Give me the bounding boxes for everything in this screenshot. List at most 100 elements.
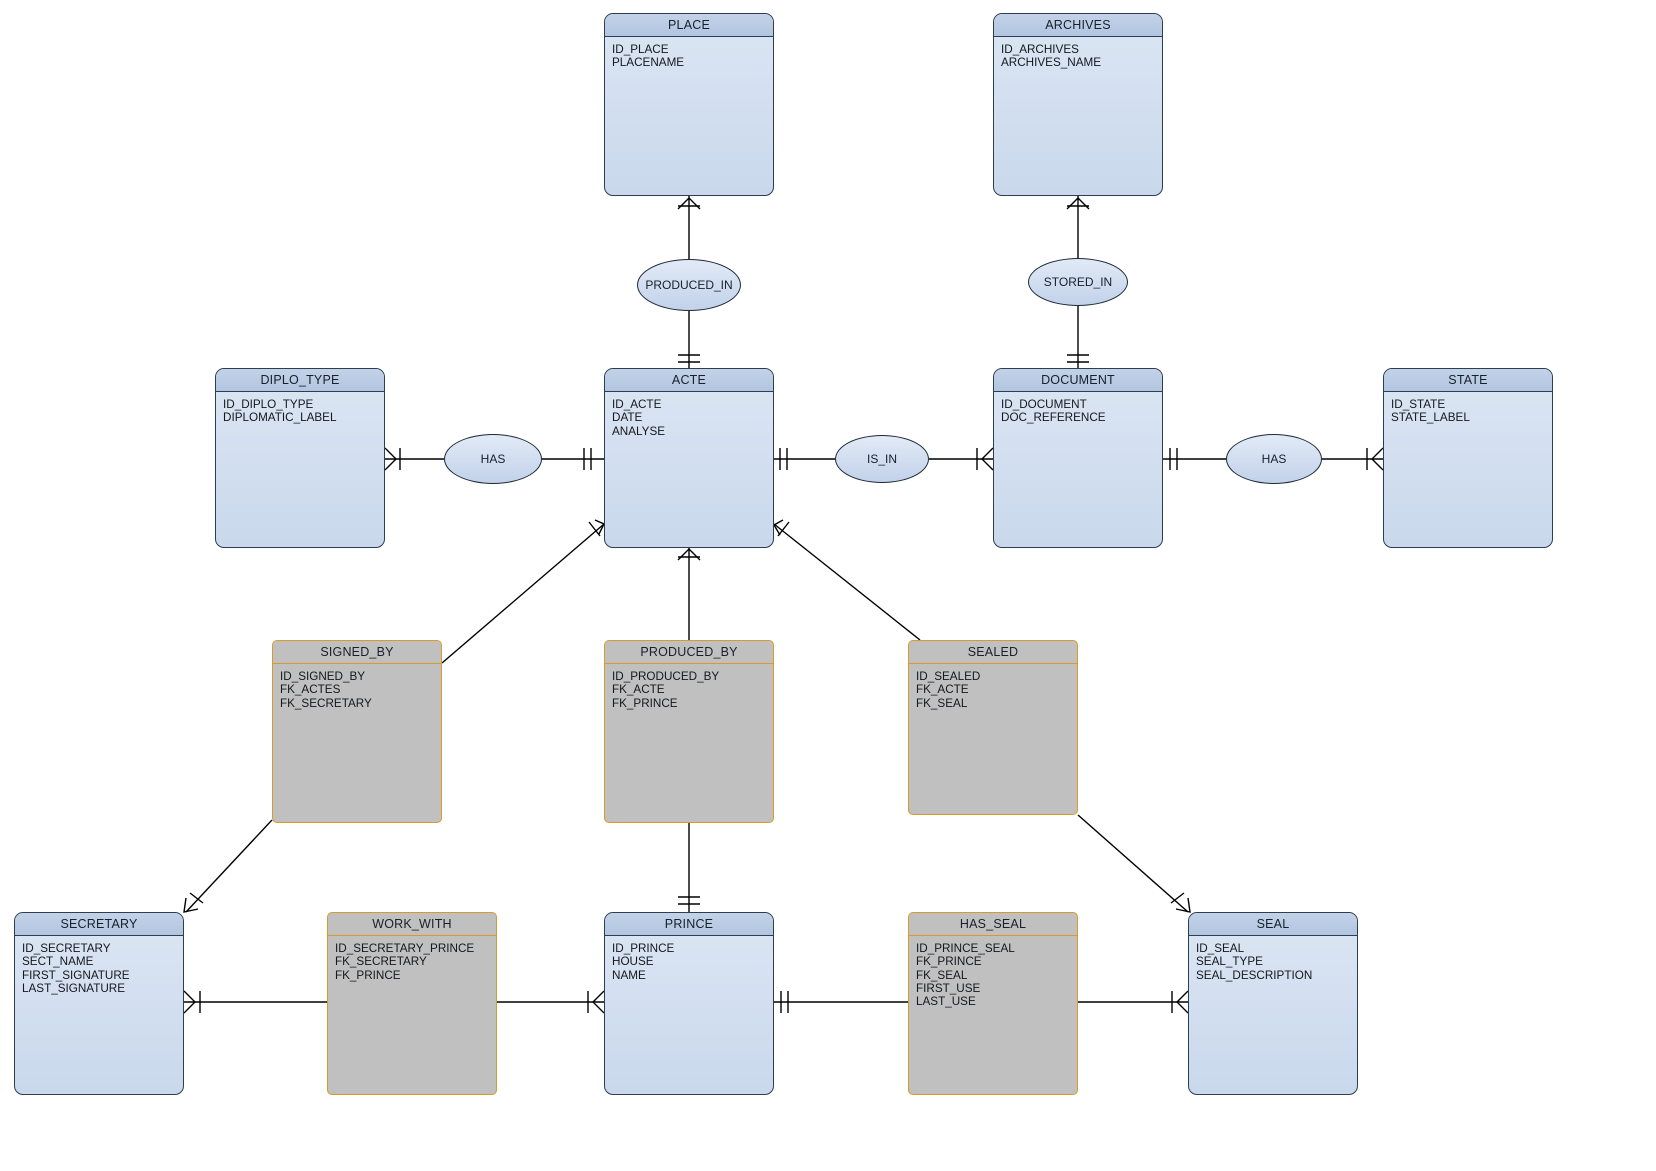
entity-attributes: ID_DIPLO_TYPE DIPLOMATIC_LABEL: [216, 392, 384, 425]
attribute: ID_STATE: [1391, 398, 1446, 411]
tick-acte-signedby: [588, 521, 601, 537]
entity-attributes: ID_SEALED FK_ACTE FK_SEAL: [909, 664, 1077, 710]
entity-attributes: ID_SECRETARY SECT_NAME FIRST_SIGNATURE L…: [15, 936, 183, 995]
entity-acte[interactable]: ACTE ID_ACTE DATE ANALYSE: [604, 368, 774, 548]
entity-secretary[interactable]: SECRETARY ID_SECRETARY SECT_NAME FIRST_S…: [14, 912, 184, 1095]
entity-prince[interactable]: PRINCE ID_PRINCE HOUSE NAME: [604, 912, 774, 1095]
relationship-is-in[interactable]: IS_IN: [835, 435, 929, 483]
entity-title: SEALED: [909, 641, 1077, 664]
entity-attributes: ID_ACTE DATE ANALYSE: [605, 392, 773, 438]
entity-archives[interactable]: ARCHIVES ID_ARCHIVES ARCHIVES_NAME: [993, 13, 1163, 196]
attribute: FK_ACTE: [612, 683, 665, 697]
entity-title: PRINCE: [605, 913, 773, 936]
attribute: FK_PRINCE: [916, 955, 982, 969]
attribute: FIRST_SIGNATURE: [22, 968, 130, 982]
entity-document[interactable]: DOCUMENT ID_DOCUMENT DOC_REFERENCE: [993, 368, 1163, 548]
relationship-label: HAS: [1261, 452, 1287, 466]
crowfoot-secretary-h: [183, 990, 196, 1014]
attribute: FK_SEAL: [916, 968, 968, 982]
entity-title: WORK_WITH: [328, 913, 496, 936]
crowfoot-acte-sealed: [773, 519, 784, 536]
entity-attributes: ID_STATE STATE_LABEL: [1384, 392, 1552, 425]
attribute: STATE_LABEL: [1391, 411, 1470, 425]
attribute: ID_ACTE: [612, 398, 662, 411]
attribute: ID_SECRETARY_PRINCE: [335, 942, 475, 955]
relationship-label: HAS: [480, 452, 506, 466]
attribute: ID_PLACE: [612, 43, 669, 56]
relationship-label: IS_IN: [866, 452, 897, 466]
attribute: FK_PRINCE: [335, 968, 401, 982]
attribute: FK_ACTES: [280, 683, 341, 697]
entity-title: HAS_SEAL: [909, 913, 1077, 936]
entity-title: ACTE: [605, 369, 773, 392]
crowfoot-secretary-diag: [183, 897, 199, 913]
entity-title: SIGNED_BY: [273, 641, 441, 664]
attribute: ID_DIPLO_TYPE: [223, 398, 314, 411]
entity-attributes: ID_SEAL SEAL_TYPE SEAL_DESCRIPTION: [1189, 936, 1357, 982]
entity-place[interactable]: PLACE ID_PLACE PLACENAME: [604, 13, 774, 196]
tick-secretary-diag: [189, 892, 204, 904]
connector-acte-sealed: [773, 523, 921, 641]
entity-attributes: ID_PRODUCED_BY FK_ACTE FK_PRINCE: [605, 664, 773, 710]
attribute: FK_SEAL: [916, 696, 968, 710]
crowfoot-seal-diag: [1175, 897, 1191, 913]
relationship-label: PRODUCED_IN: [645, 278, 733, 292]
entity-produced-by[interactable]: PRODUCED_BY ID_PRODUCED_BY FK_ACTE FK_PR…: [604, 640, 774, 823]
attribute: FIRST_USE: [916, 981, 981, 995]
crowfoot-state: [1371, 447, 1384, 471]
attribute: ID_SECRETARY: [22, 942, 111, 955]
attribute: ID_SEAL: [1196, 942, 1245, 955]
connector-acte-signedby: [441, 523, 605, 664]
entity-attributes: ID_PRINCE_SEAL FK_PRINCE FK_SEAL FIRST_U…: [909, 936, 1077, 1008]
entity-title: PRODUCED_BY: [605, 641, 773, 664]
relationship-has-diplo-type[interactable]: HAS: [444, 434, 542, 484]
entity-title: STATE: [1384, 369, 1552, 392]
attribute: ARCHIVES_NAME: [1001, 56, 1102, 70]
relationship-has-state[interactable]: HAS: [1226, 434, 1322, 484]
attribute: ID_ARCHIVES: [1001, 43, 1079, 56]
entity-title: DIPLO_TYPE: [216, 369, 384, 392]
attribute: ID_SIGNED_BY: [280, 670, 366, 683]
tick-acte-sealed: [777, 521, 790, 537]
relationship-label: STORED_IN: [1043, 275, 1113, 289]
attribute: ID_DOCUMENT: [1001, 398, 1087, 411]
entity-attributes: ID_SIGNED_BY FK_ACTES FK_SECRETARY: [273, 664, 441, 710]
entity-title: DOCUMENT: [994, 369, 1162, 392]
entity-sealed[interactable]: SEALED ID_SEALED FK_ACTE FK_SEAL: [908, 640, 1078, 815]
connector-signedby-secretary: [185, 819, 273, 913]
attribute: HOUSE: [612, 955, 654, 969]
entity-signed-by[interactable]: SIGNED_BY ID_SIGNED_BY FK_ACTES FK_SECRE…: [272, 640, 442, 823]
attribute: ID_PRINCE_SEAL: [916, 942, 1015, 955]
attribute: FK_PRINCE: [612, 696, 678, 710]
attribute: SEAL_TYPE: [1196, 955, 1263, 969]
attribute: DOC_REFERENCE: [1001, 411, 1106, 425]
relationship-stored-in[interactable]: STORED_IN: [1028, 258, 1128, 306]
entity-attributes: ID_ARCHIVES ARCHIVES_NAME: [994, 37, 1162, 70]
attribute: FK_ACTE: [916, 683, 969, 697]
entity-diplo-type[interactable]: DIPLO_TYPE ID_DIPLO_TYPE DIPLOMATIC_LABE…: [215, 368, 385, 548]
attribute: DIPLOMATIC_LABEL: [223, 411, 337, 425]
attribute: ID_SEALED: [916, 670, 981, 683]
entity-attributes: ID_PLACE PLACENAME: [605, 37, 773, 70]
entity-attributes: ID_DOCUMENT DOC_REFERENCE: [994, 392, 1162, 425]
tick-seal-diag: [1170, 892, 1185, 904]
attribute: PLACENAME: [612, 56, 685, 70]
attribute: ANALYSE: [612, 424, 666, 438]
entity-work-with[interactable]: WORK_WITH ID_SECRETARY_PRINCE FK_SECRETA…: [327, 912, 497, 1095]
entity-seal[interactable]: SEAL ID_SEAL SEAL_TYPE SEAL_DESCRIPTION: [1188, 912, 1358, 1095]
entity-has-seal[interactable]: HAS_SEAL ID_PRINCE_SEAL FK_PRINCE FK_SEA…: [908, 912, 1078, 1095]
attribute: FK_SECRETARY: [280, 696, 372, 710]
attribute: SECT_NAME: [22, 955, 94, 969]
entity-title: PLACE: [605, 14, 773, 37]
attribute: FK_SECRETARY: [335, 955, 427, 969]
crowfoot-document-left: [981, 447, 994, 471]
entity-state[interactable]: STATE ID_STATE STATE_LABEL: [1383, 368, 1553, 548]
relationship-produced-in[interactable]: PRODUCED_IN: [637, 259, 741, 311]
attribute: DATE: [612, 411, 643, 425]
entity-attributes: ID_SECRETARY_PRINCE FK_SECRETARY FK_PRIN…: [328, 936, 496, 982]
attribute: SEAL_DESCRIPTION: [1196, 968, 1313, 982]
crowfoot-prince-left: [592, 990, 605, 1014]
attribute: ID_PRINCE: [612, 942, 675, 955]
